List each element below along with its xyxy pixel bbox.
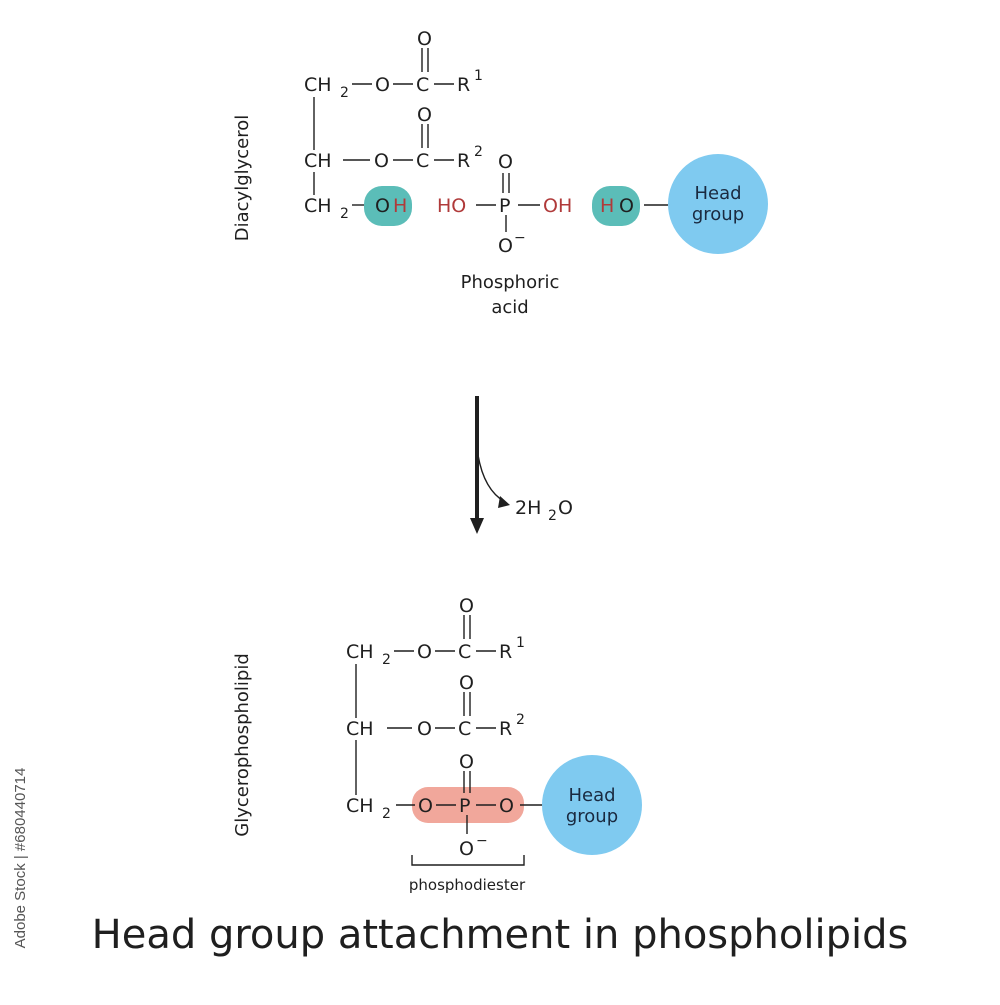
product-head-group-label: group bbox=[566, 806, 618, 827]
head-group-label: group bbox=[692, 204, 744, 225]
svg-text:O: O bbox=[558, 497, 573, 519]
svg-text:O: O bbox=[374, 150, 389, 172]
phosphoric-acid-label: acid bbox=[491, 297, 528, 318]
svg-text:O: O bbox=[375, 74, 390, 96]
page-title: Head group attachment in phospholipids bbox=[91, 912, 909, 958]
svg-text:2: 2 bbox=[474, 144, 483, 160]
diacylglycerol-label: Diacylglycerol bbox=[232, 115, 253, 242]
svg-text:O: O bbox=[499, 795, 514, 817]
svg-text:R: R bbox=[457, 74, 470, 96]
svg-text:R: R bbox=[499, 718, 512, 740]
svg-text:2: 2 bbox=[516, 712, 525, 728]
water-byproduct: 2H bbox=[515, 497, 541, 519]
phosphodiester-label: phosphodiester bbox=[409, 876, 526, 894]
svg-text:1: 1 bbox=[474, 68, 483, 84]
svg-text:2: 2 bbox=[382, 806, 391, 822]
svg-text:2: 2 bbox=[340, 206, 349, 222]
svg-text:O: O bbox=[459, 672, 474, 694]
svg-text:O: O bbox=[459, 751, 474, 773]
svg-text:C: C bbox=[416, 74, 429, 96]
svg-text:O: O bbox=[498, 235, 513, 257]
svg-text:O: O bbox=[459, 838, 474, 860]
ch2-bottom: CH bbox=[304, 195, 332, 217]
svg-text:2: 2 bbox=[548, 508, 557, 524]
product-head-group-circle bbox=[542, 755, 642, 855]
ch2-top: CH bbox=[304, 74, 332, 96]
svg-text:O: O bbox=[375, 195, 390, 217]
svg-text:O: O bbox=[619, 195, 634, 217]
svg-text:O: O bbox=[417, 104, 432, 126]
head-group-label: Head bbox=[694, 183, 741, 204]
svg-text:C: C bbox=[458, 718, 471, 740]
svg-text:P: P bbox=[499, 195, 510, 217]
hydroxyl-highlight bbox=[364, 186, 412, 226]
reaction-arrowhead bbox=[470, 518, 484, 534]
svg-text:H: H bbox=[600, 195, 614, 217]
svg-text:2: 2 bbox=[340, 85, 349, 101]
svg-text:O: O bbox=[459, 595, 474, 617]
head-hydroxyl-highlight bbox=[592, 186, 640, 226]
svg-text:O: O bbox=[498, 151, 513, 173]
svg-text:O: O bbox=[417, 641, 432, 663]
svg-text:O: O bbox=[417, 28, 432, 50]
svg-text:H: H bbox=[393, 195, 407, 217]
byproduct-curve bbox=[477, 454, 506, 503]
glycerophospholipid-label: Glycerophospholipid bbox=[232, 653, 253, 837]
phosphoric-acid-ho: HO bbox=[437, 195, 466, 217]
svg-text:CH: CH bbox=[346, 718, 374, 740]
svg-text:CH: CH bbox=[346, 641, 374, 663]
svg-text:R: R bbox=[499, 641, 512, 663]
head-group-circle bbox=[668, 154, 768, 254]
ch-middle: CH bbox=[304, 150, 332, 172]
svg-text:−: − bbox=[476, 833, 488, 849]
phosphoric-acid-label: Phosphoric bbox=[461, 272, 560, 293]
svg-text:O: O bbox=[417, 718, 432, 740]
phosphodiester-bracket bbox=[411, 855, 525, 866]
svg-text:−: − bbox=[514, 230, 526, 246]
svg-text:C: C bbox=[416, 150, 429, 172]
svg-text:O: O bbox=[418, 795, 433, 817]
svg-text:CH: CH bbox=[346, 795, 374, 817]
phosphodiester-highlight bbox=[412, 787, 524, 823]
svg-text:1: 1 bbox=[516, 635, 525, 651]
svg-text:OH: OH bbox=[543, 195, 572, 217]
svg-text:P: P bbox=[459, 795, 470, 817]
product-head-group-label: Head bbox=[568, 785, 615, 806]
svg-text:R: R bbox=[457, 150, 470, 172]
svg-text:C: C bbox=[458, 641, 471, 663]
svg-text:2: 2 bbox=[382, 652, 391, 668]
